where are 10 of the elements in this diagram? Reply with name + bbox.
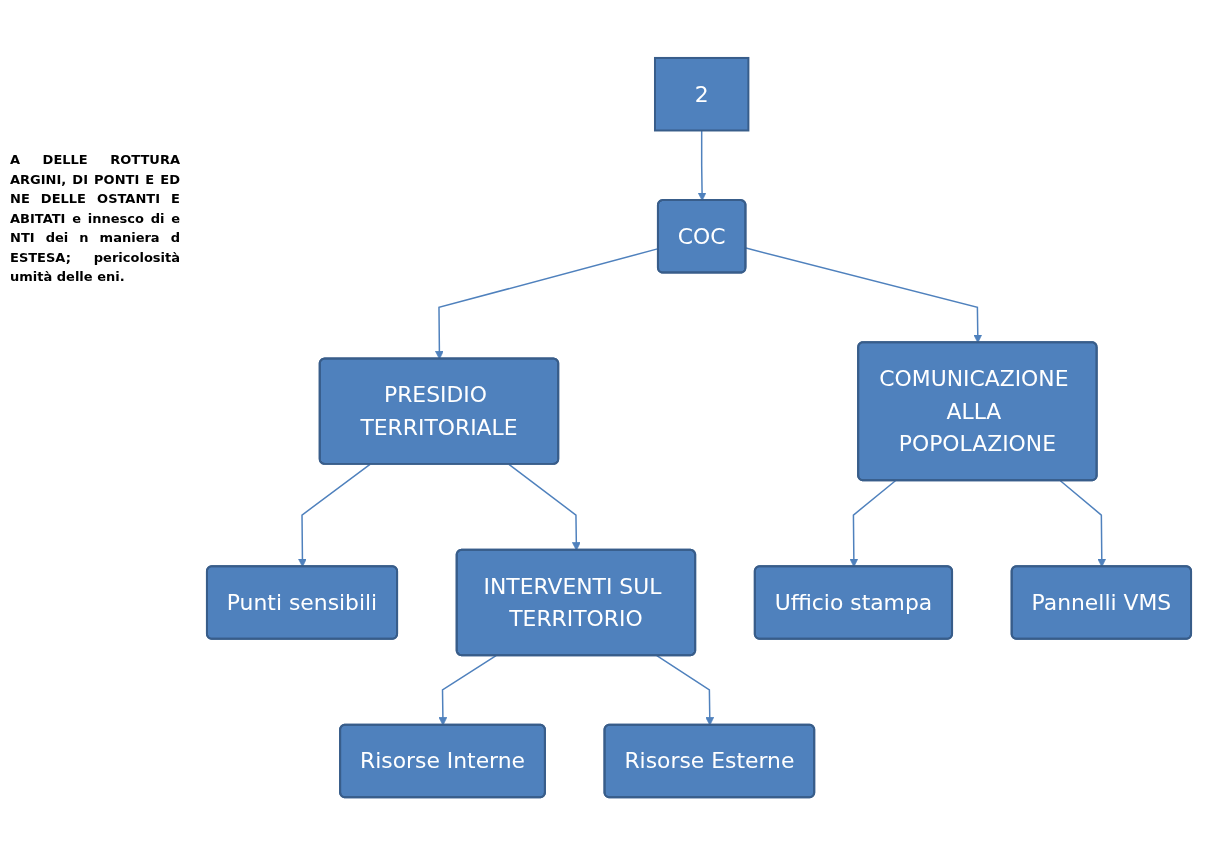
node-box: 2 bbox=[654, 56, 750, 132]
arrow bbox=[849, 479, 897, 567]
arrow bbox=[298, 463, 371, 567]
arrow bbox=[1059, 479, 1107, 567]
arrow bbox=[745, 247, 983, 343]
arrow bbox=[656, 654, 715, 726]
arrow bbox=[438, 654, 497, 726]
arrow bbox=[508, 463, 581, 551]
arrow bbox=[697, 129, 707, 201]
note-text: A DELLE ROTTURA ARGINI, DI PONTI E ED NE DELLE OSTANTI E ABITATI e innesco di e NTI dei n maniera d ESTESA; pericolosità umità delle eni. bbox=[10, 151, 180, 286]
